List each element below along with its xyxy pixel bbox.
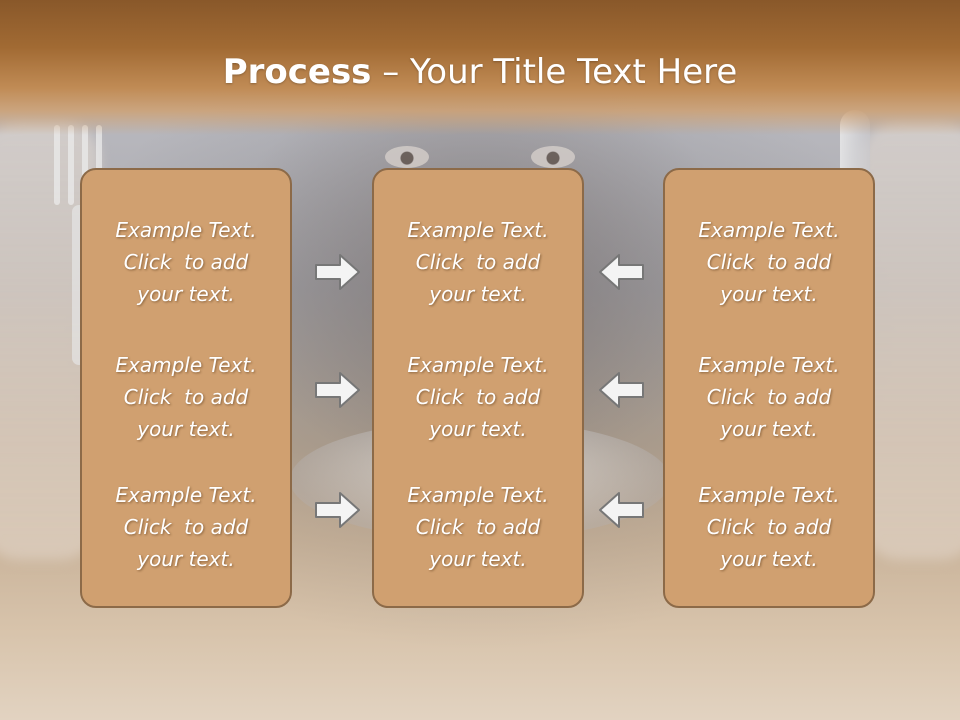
text-line: Example Text. xyxy=(698,353,840,377)
text-line: your text. xyxy=(137,547,235,571)
arrow-right-icon xyxy=(315,254,360,290)
title-band xyxy=(0,0,960,135)
text-line: your text. xyxy=(720,282,818,306)
text-line: Example Text. xyxy=(407,353,549,377)
text-block[interactable]: Example Text. Click to add your text. xyxy=(374,349,582,445)
arrow-left-icon xyxy=(599,254,644,290)
text-block[interactable]: Example Text. Click to add your text. xyxy=(665,349,873,445)
process-box-center[interactable]: Example Text. Click to add your text. Ex… xyxy=(372,168,584,608)
text-line: your text. xyxy=(137,282,235,306)
text-block[interactable]: Example Text. Click to add your text. xyxy=(374,479,582,575)
text-line: your text. xyxy=(429,282,527,306)
right-hand-shape xyxy=(860,120,960,560)
text-line: Click to add xyxy=(706,515,832,539)
text-line: Example Text. xyxy=(407,218,549,242)
arrow-right-icon xyxy=(315,492,360,528)
process-box-left[interactable]: Example Text. Click to add your text. Ex… xyxy=(80,168,292,608)
text-line: Example Text. xyxy=(115,353,257,377)
arrow-left-icon xyxy=(599,372,644,408)
text-block[interactable]: Example Text. Click to add your text. xyxy=(82,214,290,310)
text-line: Example Text. xyxy=(698,483,840,507)
text-block[interactable]: Example Text. Click to add your text. xyxy=(665,214,873,310)
text-line: Click to add xyxy=(415,515,541,539)
text-line: Example Text. xyxy=(698,218,840,242)
title-bold: Process xyxy=(222,52,372,92)
title-rest: – Your Title Text Here xyxy=(371,52,738,92)
text-block[interactable]: Example Text. Click to add your text. xyxy=(665,479,873,575)
text-block[interactable]: Example Text. Click to add your text. xyxy=(82,349,290,445)
text-line: Example Text. xyxy=(407,483,549,507)
text-line: Click to add xyxy=(123,250,249,274)
text-line: Example Text. xyxy=(115,218,257,242)
text-line: Click to add xyxy=(706,250,832,274)
text-line: Click to add xyxy=(123,515,249,539)
text-line: Click to add xyxy=(123,385,249,409)
text-line: Click to add xyxy=(415,250,541,274)
text-line: your text. xyxy=(429,547,527,571)
text-line: your text. xyxy=(137,417,235,441)
text-line: your text. xyxy=(720,417,818,441)
process-box-right[interactable]: Example Text. Click to add your text. Ex… xyxy=(663,168,875,608)
text-block[interactable]: Example Text. Click to add your text. xyxy=(374,214,582,310)
arrow-right-icon xyxy=(315,372,360,408)
text-block[interactable]: Example Text. Click to add your text. xyxy=(82,479,290,575)
text-line: Click to add xyxy=(415,385,541,409)
text-line: your text. xyxy=(720,547,818,571)
arrow-left-icon xyxy=(599,492,644,528)
eyes-image xyxy=(375,140,585,176)
text-line: Click to add xyxy=(706,385,832,409)
text-line: Example Text. xyxy=(115,483,257,507)
text-line: your text. xyxy=(429,417,527,441)
slide-title[interactable]: Process – Your Title Text Here xyxy=(0,52,960,92)
